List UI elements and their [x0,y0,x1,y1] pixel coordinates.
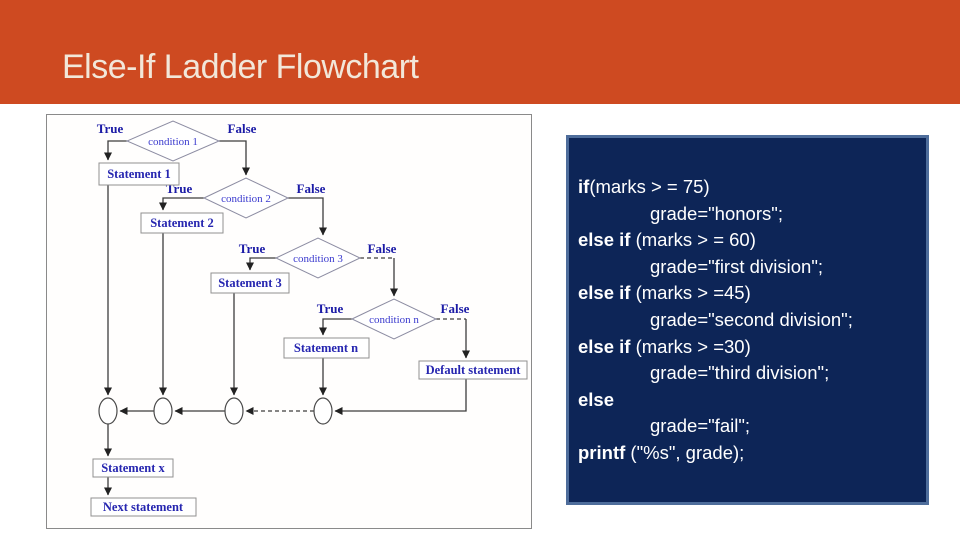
default-statement-label: Default statement [426,363,522,377]
code-line: grade="third division"; [578,360,918,387]
code-text: grade="second division"; [650,308,853,330]
code-text: (marks > = 75) [589,176,710,197]
branch-labels: True False True False True False True Fa… [97,121,470,316]
statement-n-label: Statement n [294,341,358,355]
condition-n-label: condition n [369,314,419,326]
connector-1 [98,397,118,425]
page-title: Else-If Ladder Flowchart [62,48,419,86]
condition-2-diamond [202,177,290,219]
code-text: grade="fail"; [650,415,751,437]
code-keyword: else if [578,229,631,251]
next-statement-label: Next statement [103,500,184,514]
code-line: grade="fail"; [578,413,918,440]
junction-connectors [98,397,333,425]
next-statement-box [90,497,197,517]
condition-2-label: condition 2 [221,193,271,205]
code-keyword: printf [578,441,626,463]
code-line: printf ("%s", grade); [578,440,918,467]
code-line: grade="honors"; [578,201,918,228]
condition-1-label: condition 1 [148,136,198,148]
code-text: (marks > =30) [630,335,751,357]
false-label-1: False [228,121,257,136]
code-text: (marks > = 60) [630,229,756,251]
statement-2-label: Statement 2 [150,216,214,230]
code-text: (marks > =45) [630,282,751,304]
code-line: else [578,387,918,414]
true-label-1: True [97,121,124,136]
code-text: grade="honors"; [650,202,783,224]
condition-1-diamond [125,120,221,162]
statement-3-box [210,272,290,294]
statement-3-label: Statement 3 [218,276,282,290]
edge-c1-false [219,140,250,176]
statement-1-box [98,162,180,186]
edge-default-return [334,379,467,415]
true-label-3: True [239,241,266,256]
default-statement-box [418,360,528,380]
statement-x-label: Statement x [101,461,165,475]
condition-3-label: condition 3 [293,253,343,265]
edge-c1-true [104,140,127,161]
connector-4 [313,397,333,425]
code-text: grade="first division"; [650,255,824,277]
statement-n-box [283,337,370,359]
code-line: grade="second division"; [578,307,918,334]
edge-cn-true [319,318,352,336]
code-line: else if (marks > =30) [578,334,918,361]
statement-2-box [140,212,224,234]
connector-3 [224,397,244,425]
condition-3-diamond [274,237,362,279]
code-line: if(marks > = 75) [578,174,918,201]
decision-diamonds: condition 1 condition 2 condition 3 cond… [125,120,438,340]
edge-c2-true [159,197,204,211]
code-text: grade="third division"; [650,362,830,384]
true-label-n: True [317,301,344,316]
code-text: ("%s", grade); [625,441,745,463]
edge-c3-true [246,257,276,271]
condition-n-diamond [350,298,438,340]
else-if-ladder-flowchart: condition 1 condition 2 condition 3 cond… [90,120,528,517]
false-label-2: False [297,181,326,196]
flow-edges [104,140,470,496]
false-label-3: False [368,241,397,256]
code-line: else if (marks > = 60) [578,227,918,254]
code-keyword: else [578,388,615,410]
code-line: grade="first division"; [578,254,918,281]
connector-2 [153,397,173,425]
false-label-n: False [441,301,470,316]
statement-1-label: Statement 1 [107,167,171,181]
code-line: else if (marks > =45) [578,280,918,307]
code-keyword: else if [578,335,631,357]
statement-boxes: Statement 1 Statement 2 Statement 3 Stat… [90,162,528,517]
code-panel: if(marks > = 75) grade="honors"; else if… [566,135,929,505]
flowchart-panel: condition 1 condition 2 condition 3 cond… [46,114,532,529]
header-bar: Else-If Ladder Flowchart [0,0,960,104]
code-keyword: if [578,176,590,197]
code-keyword: else if [578,282,631,304]
edge-c2-false [288,197,327,236]
statement-x-box [92,458,174,478]
